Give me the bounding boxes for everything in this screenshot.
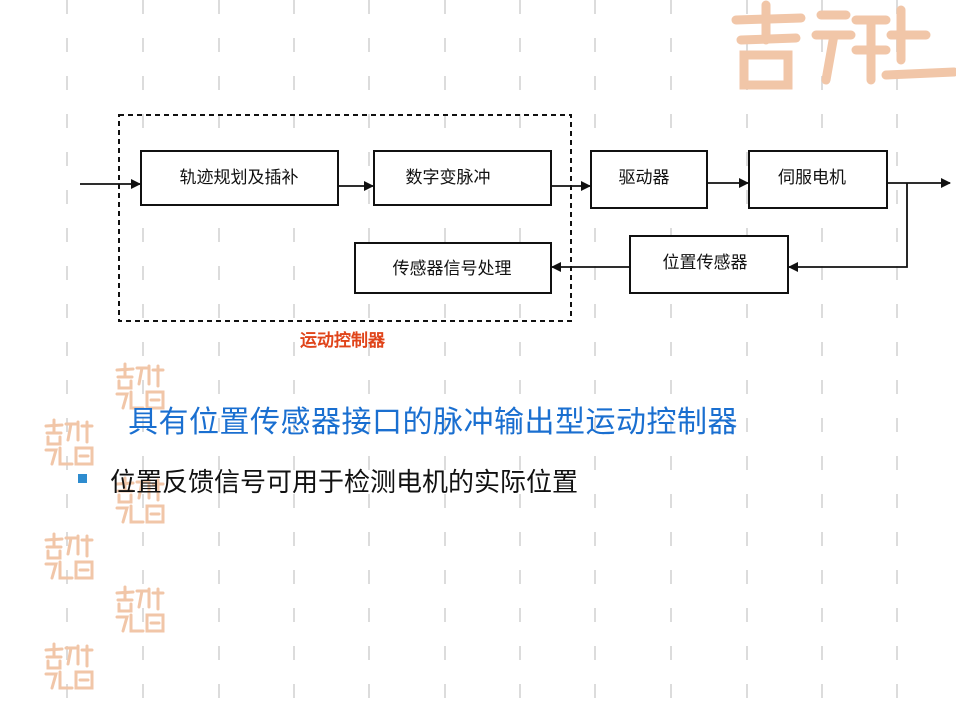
seal-stamp-icon <box>44 642 94 690</box>
block-driver: 驱动器 <box>590 150 708 209</box>
block-signal-label: 传感器信号处理 <box>393 259 512 279</box>
grid-dash-line <box>519 0 521 720</box>
grid-dash-line <box>293 0 295 720</box>
block-signal: 传感器信号处理 <box>354 242 552 294</box>
grid-dash-line <box>66 0 68 720</box>
grid-dash-line <box>142 0 144 720</box>
grid-dash-line <box>368 0 370 720</box>
grid-dash-line <box>218 0 220 720</box>
block-sensor-label: 位置传感器 <box>663 253 748 273</box>
seal-stamp-icon <box>44 532 94 580</box>
bullet-text: 位置反馈信号可用于检测电机的实际位置 <box>110 468 579 498</box>
seal-stamp-icon <box>115 476 165 524</box>
grid-dash-line <box>896 0 898 720</box>
controller-label: 运动控制器 <box>300 331 385 351</box>
grid-dash-line <box>444 0 446 720</box>
grid-dash-line <box>746 0 748 720</box>
block-sensor: 位置传感器 <box>629 235 789 294</box>
block-pulse: 数字变脉冲 <box>373 150 552 206</box>
bullet-square-icon <box>78 474 87 483</box>
motion-control-diagram: 轨迹规划及插补 数字变脉冲 驱动器 伺服电机 位置传感器 传感器信号处理 <box>80 114 951 322</box>
block-motor: 伺服电机 <box>748 150 888 209</box>
slide-title: 具有位置传感器接口的脉冲输出型运动控制器 <box>128 405 738 440</box>
seal-stamp-icon <box>115 585 165 633</box>
seal-stamp-icon <box>44 418 94 466</box>
grid-dash-line <box>670 0 672 720</box>
block-pulse-label: 数字变脉冲 <box>406 168 491 188</box>
grid-dash-line <box>821 0 823 720</box>
block-trajectory: 轨迹规划及插补 <box>140 150 339 206</box>
seal-stamp-icon <box>115 362 165 410</box>
block-driver-label: 驱动器 <box>619 168 670 188</box>
controller-boundary <box>118 114 572 322</box>
corner-watermark-logo <box>731 0 956 90</box>
block-motor-label: 伺服电机 <box>778 168 846 188</box>
arrow-feedback-to-sensor <box>788 183 908 272</box>
grid-dash-line <box>594 0 596 720</box>
block-trajectory-label: 轨迹规划及插补 <box>180 168 299 188</box>
